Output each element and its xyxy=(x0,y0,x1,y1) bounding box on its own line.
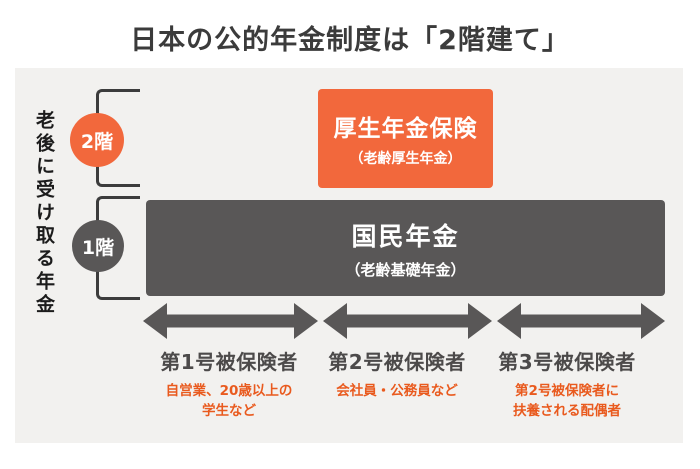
insured-category-2-description: 会社員・公務員など xyxy=(307,382,487,402)
insured-category-1-label: 第1号被保険者 xyxy=(160,350,298,374)
double-arrow-icon xyxy=(497,303,665,339)
insured-category-3-desc-line1: 第2号被保険者に xyxy=(515,383,619,399)
diagram-panel: 老後に受け取る年金 2階 1階 厚生年金保険 （老齢厚生年金） 国民年金 （老齢… xyxy=(15,68,683,443)
insured-category-1-description: 自営業、20歳以上の 学生など xyxy=(139,382,319,421)
floor-1-badge: 1階 xyxy=(72,220,124,272)
floor-2-badge-label: 2階 xyxy=(80,130,114,153)
insured-category-1-desc-line1: 自営業、20歳以上の xyxy=(165,383,293,399)
insured-category-2-desc-line1: 会社員・公務員など xyxy=(336,383,458,399)
employees-pension-subtitle: （老齢厚生年金） xyxy=(349,151,462,167)
side-axis-label: 老後に受け取る年金 xyxy=(33,110,55,317)
employees-pension-box: 厚生年金保険 （老齢厚生年金） xyxy=(318,89,493,188)
floor-2-badge: 2階 xyxy=(70,113,124,167)
insured-category-1-desc-line2: 学生など xyxy=(202,402,256,419)
page-title: 日本の公的年金制度は「2階建て」 xyxy=(130,25,570,56)
double-arrow-icon xyxy=(323,303,492,339)
insured-category-2-label: 第2号被保険者 xyxy=(328,350,466,374)
insured-category-3-desc-line2: 扶養される配偶者 xyxy=(513,402,621,419)
insured-category-3-description: 第2号被保険者に 扶養される配偶者 xyxy=(477,382,657,421)
insured-category-3-label: 第3号被保険者 xyxy=(498,350,636,374)
national-pension-box: 国民年金 （老齢基礎年金） xyxy=(146,200,665,296)
national-pension-subtitle: （老齢基礎年金） xyxy=(345,260,466,279)
insured-category-1: 第1号被保険者 自営業、20歳以上の 学生など xyxy=(139,346,319,421)
floor-1-badge-label: 1階 xyxy=(81,236,115,259)
national-pension-title: 国民年金 xyxy=(351,221,460,251)
category-range-arrows xyxy=(143,303,665,339)
employees-pension-title: 厚生年金保険 xyxy=(333,116,478,142)
double-arrow-icon xyxy=(143,303,318,339)
insured-category-3: 第3号被保険者 第2号被保険者に 扶養される配偶者 xyxy=(477,346,657,421)
insured-category-2: 第2号被保険者 会社員・公務員など xyxy=(307,346,487,402)
